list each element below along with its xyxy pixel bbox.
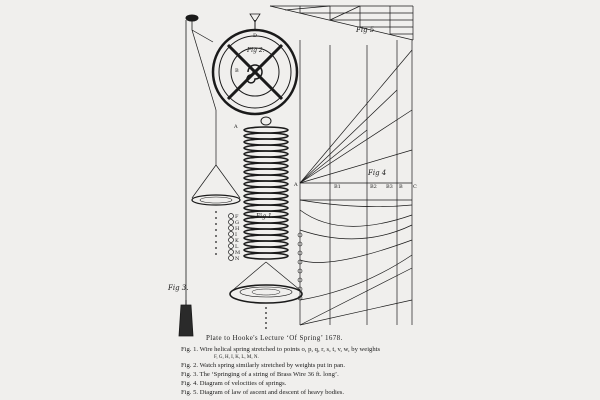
- spring-coil: [243, 234, 289, 242]
- weight-label-k: K: [235, 238, 239, 244]
- fig4-label: Fig 4: [367, 169, 386, 177]
- spring-coil: [243, 246, 289, 254]
- caption-fig3-text: The ‘Springing of a string of Brass Wire…: [199, 371, 339, 378]
- spring-coil: [243, 198, 289, 206]
- spring-coil: [243, 162, 289, 170]
- weight-label-g: G: [235, 220, 239, 226]
- caption-fig2: Fig. 2. Watch spring similarly stretched…: [181, 362, 345, 369]
- spring-coil: [243, 228, 289, 236]
- lower-dotted-string: [265, 307, 267, 329]
- fig2-point-b: B: [235, 68, 239, 74]
- weight-label-f: F: [235, 214, 239, 220]
- fig2-point-d: D: [253, 33, 257, 39]
- fig1-helical-spring: [243, 116, 289, 260]
- spring-coil: [243, 126, 289, 134]
- fig5-diagram: [269, 5, 414, 41]
- caption-fig4-number: Fig. 4.: [181, 380, 199, 387]
- caption-fig2-text: Watch spring similarly stretched by weig…: [199, 362, 345, 369]
- fig2-wheel: [211, 13, 299, 116]
- spring-coil: [243, 222, 289, 230]
- fig4-diagram: [299, 40, 413, 326]
- spring-coil: [243, 192, 289, 200]
- spring-coil: [243, 144, 289, 152]
- weight-label-h: H: [235, 226, 240, 232]
- spring-coil: [243, 156, 289, 164]
- caption-fig4: Fig. 4. Diagram of velocities of springs…: [181, 380, 286, 387]
- fig4-point-b2: B2: [370, 184, 377, 190]
- fig1-label: Fig 1.: [255, 213, 274, 220]
- caption-fig1: Fig. 1. Wire helical spring stretched to…: [181, 346, 380, 353]
- caption-fig1-number: Fig. 1.: [181, 346, 199, 353]
- spring-coil: [243, 174, 289, 182]
- fig4-point-a: A: [293, 182, 298, 188]
- spring-coil: [243, 240, 289, 248]
- spring-coil: [243, 168, 289, 176]
- caption-fig5-number: Fig. 5.: [181, 389, 199, 396]
- caption-fig3-number: Fig. 3.: [181, 371, 199, 378]
- fig3-label: Fig 3.: [167, 284, 188, 292]
- fig4-point-b3: B3: [386, 184, 393, 190]
- caption-fig4-text: Diagram of velocities of springs.: [199, 380, 287, 387]
- weight-label-l: L: [235, 244, 239, 250]
- left-pan: [191, 164, 241, 206]
- fig4-point-c: C: [413, 184, 417, 190]
- left-dotted-string: [215, 211, 217, 255]
- fig5-label: Fig 5: [355, 26, 375, 34]
- fig4-point-b: B: [399, 184, 403, 190]
- weight-label-n: N: [235, 256, 240, 262]
- lower-pan: [229, 261, 303, 304]
- weight-label-m: M: [235, 250, 240, 256]
- spring-coil: [243, 186, 289, 194]
- spring-coil: [243, 150, 289, 158]
- caption-fig1-weights: F, G, H, I, K, L, M, N.: [214, 355, 259, 360]
- plate-title: Plate to Hooke's Lecture ‘Of Spring’ 167…: [206, 334, 343, 342]
- spring-coil: [243, 252, 289, 260]
- fig3-string-weight: [178, 20, 194, 337]
- caption-fig5-text: Diagram of law of ascent and descent of …: [199, 389, 344, 396]
- fig4-baseline-labels: A B1 B2 B3 B C: [293, 182, 417, 190]
- spring-label-a: A: [233, 124, 238, 130]
- weight-labels: F G H I K L M N: [235, 214, 240, 262]
- pulley: [185, 14, 217, 165]
- caption-fig3: Fig. 3. The ‘Springing of a string of Br…: [181, 371, 339, 378]
- weight-markers: [228, 213, 234, 261]
- spring-coil: [243, 204, 289, 212]
- caption-fig2-number: Fig. 2.: [181, 362, 199, 369]
- fig4-point-b1: B1: [334, 184, 341, 190]
- spring-coil: [243, 132, 289, 140]
- spring-coil: [243, 180, 289, 188]
- caption-fig1-text: Wire helical spring stretched to points …: [199, 346, 381, 353]
- fig2-label: Fig 2.: [246, 47, 265, 54]
- weight-label-i: I: [235, 232, 237, 238]
- spring-coil: [243, 138, 289, 146]
- caption-fig5: Fig. 5. Diagram of law of ascent and des…: [181, 389, 344, 396]
